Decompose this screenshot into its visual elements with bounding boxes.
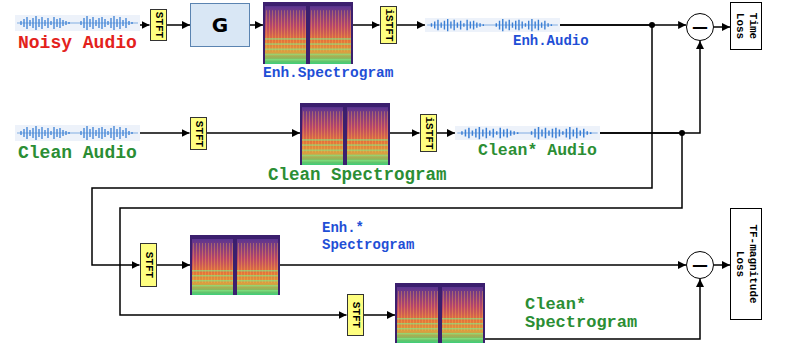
arrow-connector	[92, 25, 652, 265]
arrow-connector	[250, 24, 263, 26]
waveform: Clean Audio	[15, 125, 140, 141]
audio-label: Clean Audio	[18, 144, 137, 162]
waveform-image	[455, 126, 600, 140]
waveform-image	[15, 15, 140, 31]
minus-sign: —	[692, 19, 708, 35]
transform-box: iSTFT	[380, 6, 397, 44]
spectrogram-label: Enh.Spectrogram	[263, 66, 394, 81]
arrow-connector	[280, 264, 686, 266]
spectrogram-label: Clean* Spectrogram	[525, 296, 647, 332]
generator-label: G	[212, 15, 228, 35]
generator-box: G	[190, 3, 250, 47]
spectrogram: Enh.* Spectrogram	[190, 235, 280, 295]
waveform: Noisy Audio	[15, 15, 140, 31]
spectrogram: Clean* Spectrogram	[395, 283, 485, 343]
transform-label: STFT	[152, 12, 165, 38]
arrow-connector	[390, 132, 420, 134]
transform-box: STFT	[347, 294, 364, 336]
transform-box: STFT	[140, 243, 157, 287]
waveform-image	[425, 18, 560, 32]
arrow-connector	[353, 24, 380, 26]
transform-label: iSTFT	[382, 8, 395, 41]
transform-box: STFT	[150, 9, 167, 41]
arrow-connector	[437, 132, 456, 134]
transform-box: STFT	[190, 117, 207, 150]
arrow-connector	[714, 26, 730, 28]
arrow-connector	[397, 24, 426, 26]
arrow-connector	[207, 132, 301, 134]
arrow-connector	[364, 314, 396, 316]
minus-sign: —	[692, 257, 708, 273]
audio-label: Enh.Audio	[513, 34, 589, 48]
loss-box: Time Loss	[730, 2, 762, 50]
spectrogram-image	[263, 2, 353, 64]
transform-label: STFT	[349, 302, 362, 328]
spectrogram-image	[395, 283, 485, 343]
arrow-connector	[714, 264, 730, 266]
subtract-circle: —	[686, 251, 714, 279]
spectrogram: Enh.Spectrogram	[263, 2, 353, 64]
spectrogram-label: Clean Spectrogram	[268, 167, 447, 185]
audio-label: Noisy Audio	[18, 34, 137, 52]
transform-box: iSTFT	[420, 114, 437, 152]
waveform: Enh.Audio	[425, 18, 560, 32]
transform-label: STFT	[192, 120, 205, 146]
loss-box: TF-magnitude Loss	[730, 208, 762, 320]
arrow-connector	[120, 133, 682, 315]
waveform: Clean* Audio	[455, 126, 600, 140]
arrow-connector	[600, 41, 700, 133]
spectrogram-image	[190, 235, 280, 295]
transform-label: iSTFT	[422, 116, 435, 149]
spectrogram-image	[300, 103, 390, 165]
waveform-image	[15, 125, 140, 141]
audio-label: Clean* Audio	[478, 143, 597, 160]
subtract-circle: —	[686, 13, 714, 41]
spectrogram-label: Enh.* Spectrogram	[322, 220, 422, 254]
arrow-connector	[157, 264, 191, 266]
arrow-connector	[140, 24, 150, 26]
arrow-connector	[485, 279, 700, 339]
loss-label: TF-magnitude Loss	[733, 211, 759, 317]
spectrogram: Clean Spectrogram	[300, 103, 390, 165]
arrow-connector	[167, 24, 191, 26]
loss-label: Time Loss	[733, 5, 759, 47]
transform-label: STFT	[142, 252, 155, 278]
arrow-connector	[140, 132, 190, 134]
